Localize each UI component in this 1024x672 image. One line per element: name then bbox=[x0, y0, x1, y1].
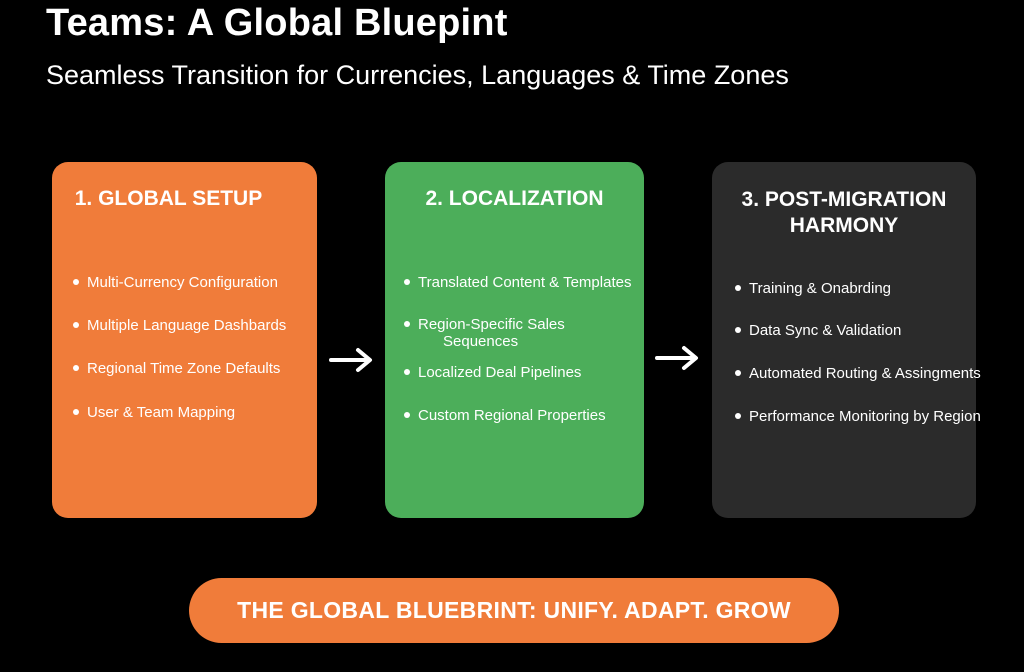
step-card-post-migration-harmony: 3. POST-MIGRATION HARMONY Training & Ona… bbox=[712, 162, 981, 518]
list-item-label: Multiple Language Dashbards bbox=[87, 317, 287, 334]
bullet-icon bbox=[404, 321, 410, 327]
list-item-label: Automated Routing & Assingments bbox=[749, 365, 981, 382]
list-item-label: Performance Monitoring by Region bbox=[749, 408, 981, 425]
list-item-label: Custom Regional Properties bbox=[418, 407, 606, 424]
arrow-right-icon bbox=[329, 348, 372, 372]
footer-banner: THE GLOBAL BLUEBRINT: UNIFY. ADAPT. GROW bbox=[189, 578, 839, 643]
bullet-icon bbox=[404, 279, 410, 285]
list-item-label: Translated Content & Templates bbox=[418, 274, 632, 291]
page-title: Teams: A Global Bluepint bbox=[46, 2, 508, 44]
list-item-label: Region-Specific Sales Sequences bbox=[418, 316, 565, 350]
step-card-localization: 2. LOCALIZATION Translated Content & Tem… bbox=[385, 162, 644, 518]
arrow-right-icon bbox=[655, 346, 698, 370]
step-title: 3. POST-MIGRATION HARMONY bbox=[741, 188, 947, 237]
bullet-icon bbox=[73, 365, 79, 371]
bullet-icon bbox=[73, 409, 79, 415]
step-title: 1. GLOBAL SETUP bbox=[74, 187, 263, 210]
list-item-label: Training & Onabrding bbox=[749, 280, 892, 297]
bullet-icon bbox=[735, 370, 741, 376]
bullet-icon bbox=[73, 322, 79, 328]
bullet-icon bbox=[735, 327, 741, 333]
list-item-label: Data Sync & Validation bbox=[749, 322, 902, 339]
bullet-icon bbox=[404, 369, 410, 375]
bullet-icon bbox=[73, 279, 79, 285]
list-item-label: Multi-Currency Configuration bbox=[87, 274, 278, 291]
step-title: 2. LOCALIZATION bbox=[425, 187, 604, 210]
bullet-icon bbox=[735, 285, 741, 291]
list-item-label: User & Team Mapping bbox=[87, 404, 236, 421]
bullet-icon bbox=[404, 412, 410, 418]
bullet-icon bbox=[735, 413, 741, 419]
page-subtitle: Seamless Transition for Currencies, Lang… bbox=[46, 60, 789, 90]
list-item-label: Localized Deal Pipelines bbox=[418, 364, 582, 381]
list-item-label: Regional Time Zone Defaults bbox=[87, 360, 281, 377]
step-card-global-setup: 1. GLOBAL SETUP Multi-Currency Configura… bbox=[52, 162, 317, 518]
